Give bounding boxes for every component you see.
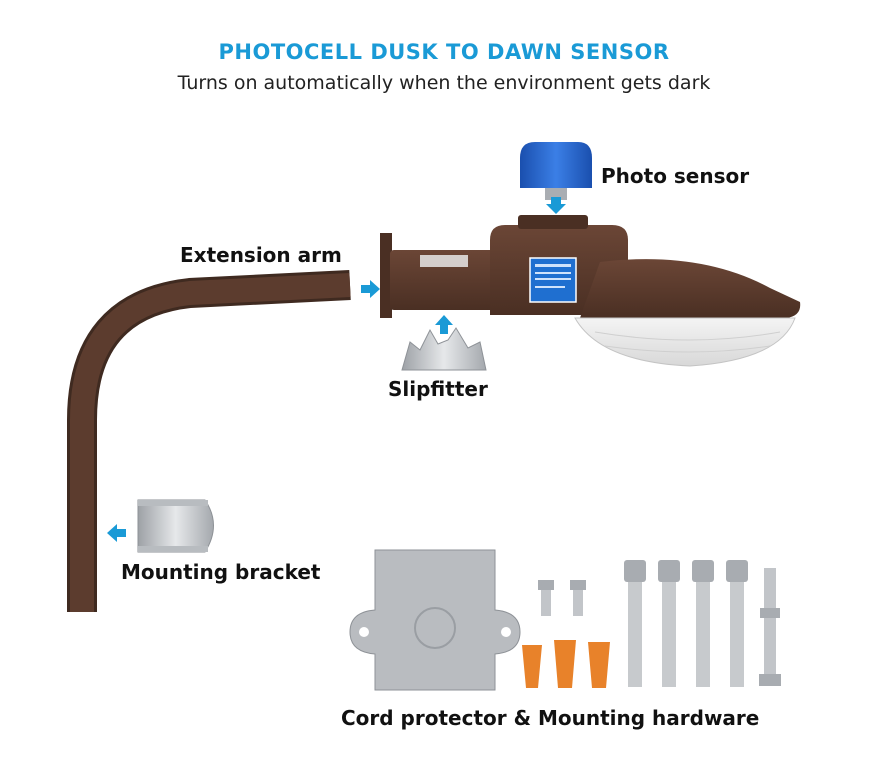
label-slipfitter: Slipfitter	[388, 377, 488, 401]
cord-protector-part	[349, 549, 521, 691]
arrow-mounting-bracket	[107, 524, 126, 542]
light-fixture	[380, 215, 801, 367]
arrow-slipfitter	[435, 315, 453, 334]
mounting-bracket-part	[137, 499, 214, 553]
page-subtitle: Turns on automatically when the environm…	[177, 72, 711, 94]
expansion-anchors	[624, 560, 748, 687]
short-bolts	[538, 580, 586, 616]
label-photo-sensor: Photo sensor	[601, 164, 750, 188]
photo-sensor-part	[520, 142, 592, 200]
label-extension-arm: Extension arm	[180, 243, 342, 267]
arrow-photo-sensor	[546, 197, 566, 214]
long-bolt	[759, 568, 781, 686]
extension-arm-pole	[67, 270, 351, 612]
arrow-extension-arm	[361, 280, 380, 298]
page-title: PHOTOCELL DUSK TO DAWN SENSOR	[218, 40, 670, 64]
label-hardware: Cord protector & Mounting hardware	[341, 706, 760, 730]
label-mounting-bracket: Mounting bracket	[121, 560, 321, 584]
slipfitter-part	[401, 327, 487, 371]
wire-nuts	[522, 640, 610, 688]
